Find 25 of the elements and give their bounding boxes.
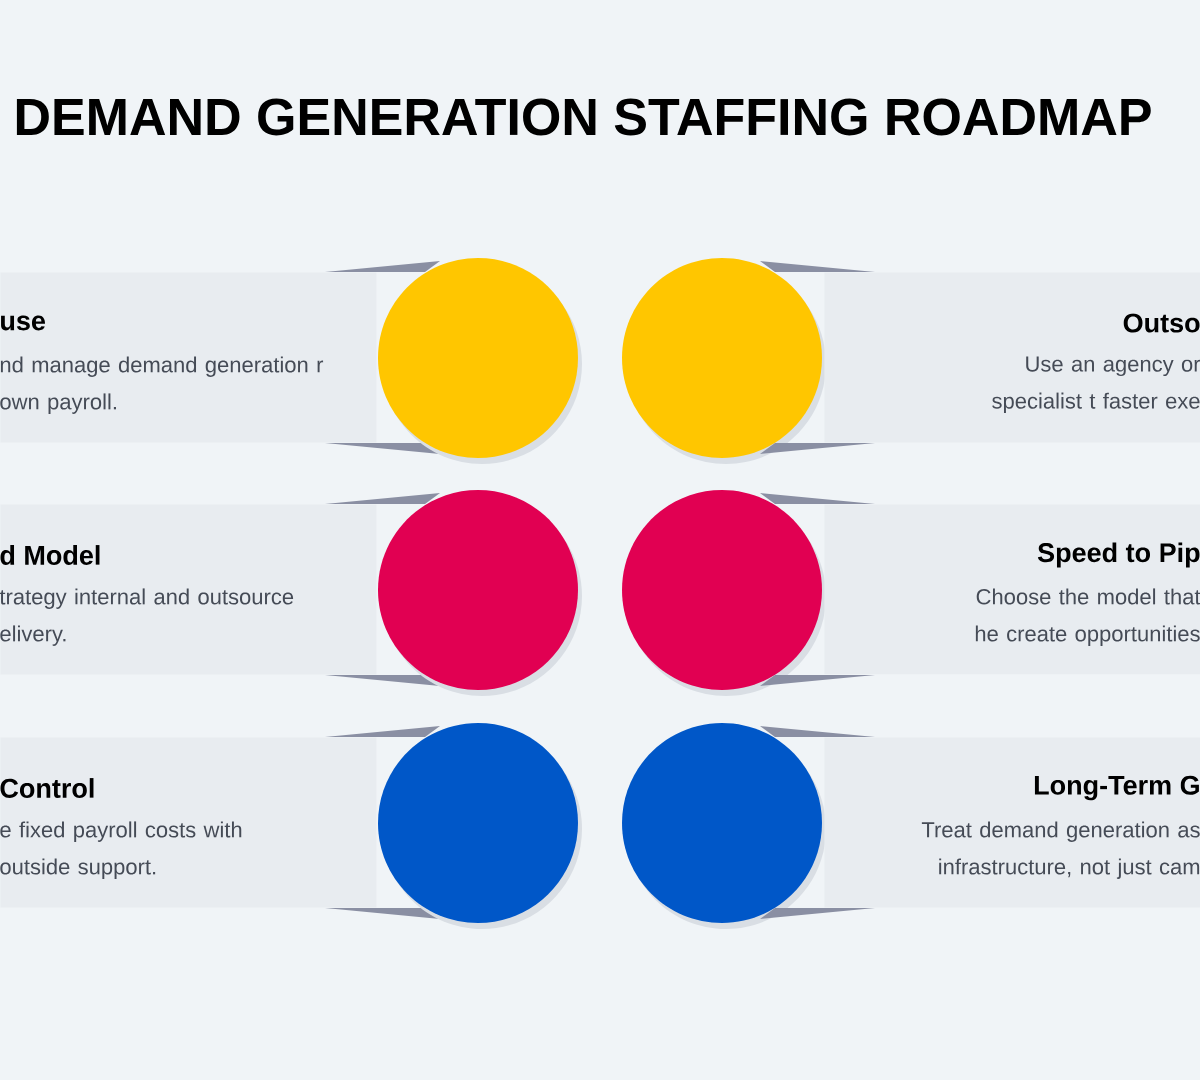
circle <box>378 490 582 696</box>
band-heading: use <box>1 315 45 331</box>
band-heading: d Model <box>0 545 100 565</box>
circle <box>378 723 582 929</box>
info-band <box>0 272 377 443</box>
info-band <box>0 504 377 675</box>
circle <box>622 723 826 929</box>
info-band <box>0 737 377 908</box>
band-description: Treat demand generation as infrastructure, not just cam <box>921 821 1200 879</box>
band-heading: Outso <box>1123 313 1200 333</box>
circle <box>622 490 826 696</box>
band-description: nd manage demand generation r own payroll. <box>0 356 324 414</box>
band-description: trategy internal and outsource elivery. <box>0 588 294 646</box>
circle <box>622 258 826 464</box>
band-description: e fixed payroll costs with outside support. <box>0 821 242 879</box>
info-band <box>824 272 1200 443</box>
band-description: Use an agency or specialist t faster exe <box>992 356 1200 414</box>
info-band <box>824 737 1200 908</box>
info-band <box>824 504 1200 675</box>
circle <box>378 258 582 464</box>
band-heading: Control <box>0 778 94 798</box>
title: DEMAND GENERATION STAFFING ROADMAP <box>16 98 1151 136</box>
band-heading: Long-Term G <box>1034 775 1199 801</box>
band-heading: Speed to Pip <box>1037 542 1200 568</box>
band-description: Choose the model that he create opportunities <box>975 588 1200 646</box>
